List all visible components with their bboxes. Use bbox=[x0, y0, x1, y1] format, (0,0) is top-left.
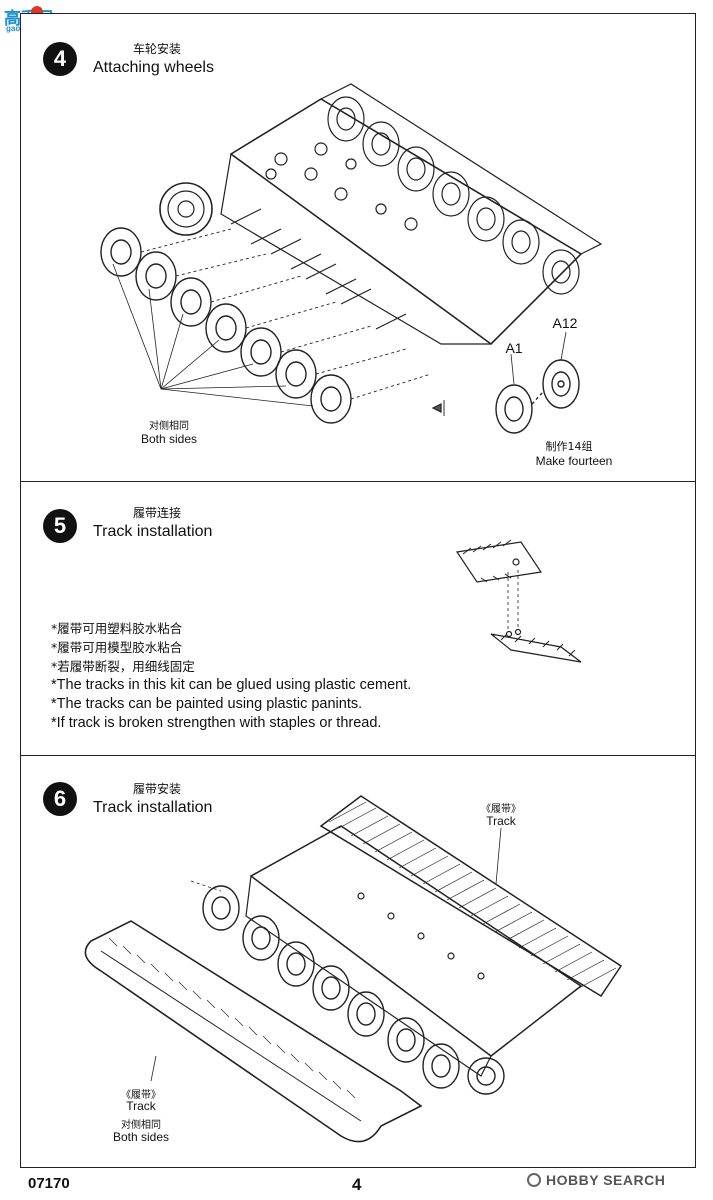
suspension-arms bbox=[230, 208, 407, 330]
step-5-title-en: Track installation bbox=[93, 523, 213, 540]
step-5-track-link-diagram bbox=[455, 539, 582, 663]
step-6-title-zh: 履带安装 bbox=[133, 782, 182, 796]
hobby-search-logo-icon bbox=[527, 1173, 541, 1187]
step-5-number-badge: 5 bbox=[43, 509, 77, 543]
step-4-title-zh: 车轮安装 bbox=[133, 42, 182, 56]
note-zh-2: *履带可用模型胶水粘合 bbox=[51, 640, 183, 655]
step-4-title-en: Attaching wheels bbox=[93, 59, 214, 76]
page-number: 4 bbox=[352, 1175, 362, 1194]
note-zh-1: *履带可用塑料胶水粘合 bbox=[51, 621, 183, 636]
hobby-search-watermark: HOBBY SEARCH bbox=[546, 1172, 666, 1188]
step-5-panel: 5 履带连接 Track installation *履带可用塑料胶水 bbox=[20, 482, 696, 756]
step-4-panel: 4 车轮安装 Attaching wheels bbox=[20, 13, 696, 482]
step-6-number-badge: 6 bbox=[43, 782, 77, 816]
step-6-title-en: Track installation bbox=[93, 799, 213, 816]
note-en-3: *If track is broken strengthen with stap… bbox=[51, 715, 382, 731]
track-top-label-en: Track bbox=[486, 814, 516, 828]
step-5-notes: *履带可用塑料胶水粘合 *履带可用模型胶水粘合 *若履带断裂，用细线固定 *Th… bbox=[51, 619, 411, 733]
track-left-label-zh: 《履带》 bbox=[121, 1090, 161, 1101]
step-4-make-zh: 制作14组 bbox=[545, 440, 593, 453]
far-side-wheels bbox=[327, 96, 580, 295]
part-a12-label: A12 bbox=[552, 315, 578, 331]
note-en-2: *The tracks can be painted using plastic… bbox=[51, 696, 363, 712]
step-4-number-badge: 4 bbox=[43, 42, 77, 76]
track-left-label-en: Track bbox=[126, 1099, 156, 1113]
step-4-wheel-diagram bbox=[100, 83, 603, 434]
kit-number: 07170 bbox=[28, 1175, 70, 1192]
hull-holes bbox=[357, 892, 485, 980]
step-4-both-sides-zh: 对侧相同 bbox=[149, 421, 189, 432]
step-6-panel: 6 履带安装 Track installation bbox=[20, 756, 696, 1168]
hull-detail-circles bbox=[265, 142, 418, 231]
step-6-track-install-diagram bbox=[84, 795, 623, 1143]
step-6-both-sides-en: Both sides bbox=[112, 1130, 170, 1144]
parts-a1-a12 bbox=[495, 331, 580, 434]
track-top-label-zh: 《履带》 bbox=[481, 804, 521, 815]
note-zh-3: *若履带断裂，用细线固定 bbox=[51, 659, 195, 674]
step-5-title-zh: 履带连接 bbox=[133, 506, 182, 520]
near-side-road-wheels bbox=[202, 885, 505, 1095]
note-en-1: *The tracks in this kit can be glued usi… bbox=[51, 677, 412, 693]
step-4-make-en: Make fourteen bbox=[535, 454, 613, 468]
step-6-both-sides-zh: 对侧相同 bbox=[121, 1120, 161, 1131]
step-4-both-sides-en: Both sides bbox=[140, 432, 198, 446]
part-a1-label: A1 bbox=[505, 340, 523, 356]
